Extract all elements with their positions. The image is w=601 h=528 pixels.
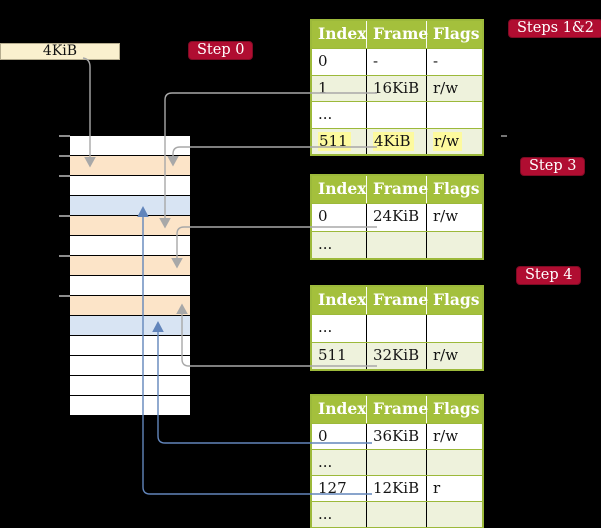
memory-frame-white <box>70 236 190 256</box>
column-header: Flags <box>433 24 480 43</box>
table-cell: - <box>433 52 439 70</box>
table-cell: 1 <box>312 75 367 101</box>
table-row: 0-- <box>312 48 482 75</box>
table-cell: ... <box>312 231 367 258</box>
table-row: ... <box>312 230 482 259</box>
table-cell <box>367 450 427 475</box>
table-cell <box>427 450 482 475</box>
memory-tick <box>59 155 70 157</box>
table-cell: 4KiB <box>367 128 427 154</box>
memory-frame-white <box>70 276 190 296</box>
column-header: Frame <box>367 287 428 314</box>
table-row: ... <box>312 101 482 128</box>
badge-steps-1-2: Steps 1&2 <box>508 19 601 38</box>
table-cell <box>367 231 427 258</box>
table-cell: r <box>433 479 441 497</box>
column-header: Flags <box>433 179 480 198</box>
badge-step-0: Step 0 <box>188 41 254 60</box>
badge-step-3: Step 3 <box>520 157 586 176</box>
memory-frame-white <box>70 376 190 396</box>
memory-frame-white <box>70 336 190 356</box>
column-header: Frame <box>367 396 428 423</box>
memory-frame-orange <box>70 296 190 316</box>
memory-frame-white <box>70 356 190 376</box>
memory-frame-blue <box>70 196 190 216</box>
physical-memory-column <box>70 136 190 416</box>
table-row: ... <box>312 314 482 342</box>
table-cell <box>367 315 427 342</box>
memory-frame-orange <box>70 216 190 236</box>
memory-tick <box>59 215 70 217</box>
table-cell: 24KiB <box>367 204 427 231</box>
table-cell <box>427 502 482 527</box>
table-cell: r/w <box>433 345 459 364</box>
memory-frame-orange <box>70 156 190 176</box>
column-header: Index <box>312 176 367 203</box>
memory-frame-white <box>70 176 190 196</box>
table-row: ... <box>312 449 482 475</box>
table-cell: r/w <box>427 129 482 155</box>
column-header: Index <box>312 287 367 314</box>
memory-frame-blue <box>70 316 190 336</box>
memory-frame-white <box>70 396 190 416</box>
table-cell: 511 <box>312 128 367 154</box>
table-cell: 0 <box>312 49 367 75</box>
table-cell: 511 <box>312 342 367 369</box>
table-cell: 36KiB <box>367 424 427 449</box>
table-cell: 127 <box>312 476 367 501</box>
highlighted-value: 4KiB <box>373 131 414 151</box>
table-cell <box>367 502 427 527</box>
table-cell: r/w <box>433 78 459 97</box>
table-row: 511 4KiB r/w <box>312 127 482 155</box>
memory-tick <box>59 255 70 257</box>
table-cell <box>427 232 482 259</box>
column-header: Index <box>312 21 367 48</box>
memory-frame-white <box>70 136 190 156</box>
table-cell: 0 <box>312 424 367 449</box>
memory-tick <box>59 295 70 297</box>
badge-step-4: Step 4 <box>516 266 582 285</box>
memory-frame-orange <box>70 256 190 276</box>
table-cell: 0 <box>312 204 367 231</box>
table-cell: - <box>367 49 427 75</box>
column-header: Frame <box>367 21 428 48</box>
table-cell: 32KiB <box>367 342 427 369</box>
table-cell: ... <box>312 315 367 342</box>
memory-tick <box>59 135 70 137</box>
column-header: Index <box>312 396 367 423</box>
highlighted-value: 511 <box>318 131 351 151</box>
memory-tick <box>59 175 70 177</box>
highlighted-value: r/w <box>433 131 463 151</box>
table-cell <box>367 102 427 128</box>
table-cell: ... <box>312 502 367 527</box>
table-cell: ... <box>312 102 367 128</box>
table-cell: r/w <box>433 207 459 225</box>
table-cell <box>427 315 482 342</box>
column-header: Frame <box>367 176 428 203</box>
table-cell <box>427 102 482 128</box>
frame-4kib-label: 4KiB <box>0 43 120 60</box>
table-cell: 16KiB <box>367 75 427 101</box>
table-row: ... <box>312 501 482 527</box>
column-header: Flags <box>433 399 480 418</box>
column-header: Flags <box>433 290 480 309</box>
table-cell: ... <box>312 450 367 475</box>
table-cell: 12KiB <box>367 476 427 501</box>
table-cell: r/w <box>433 427 459 445</box>
